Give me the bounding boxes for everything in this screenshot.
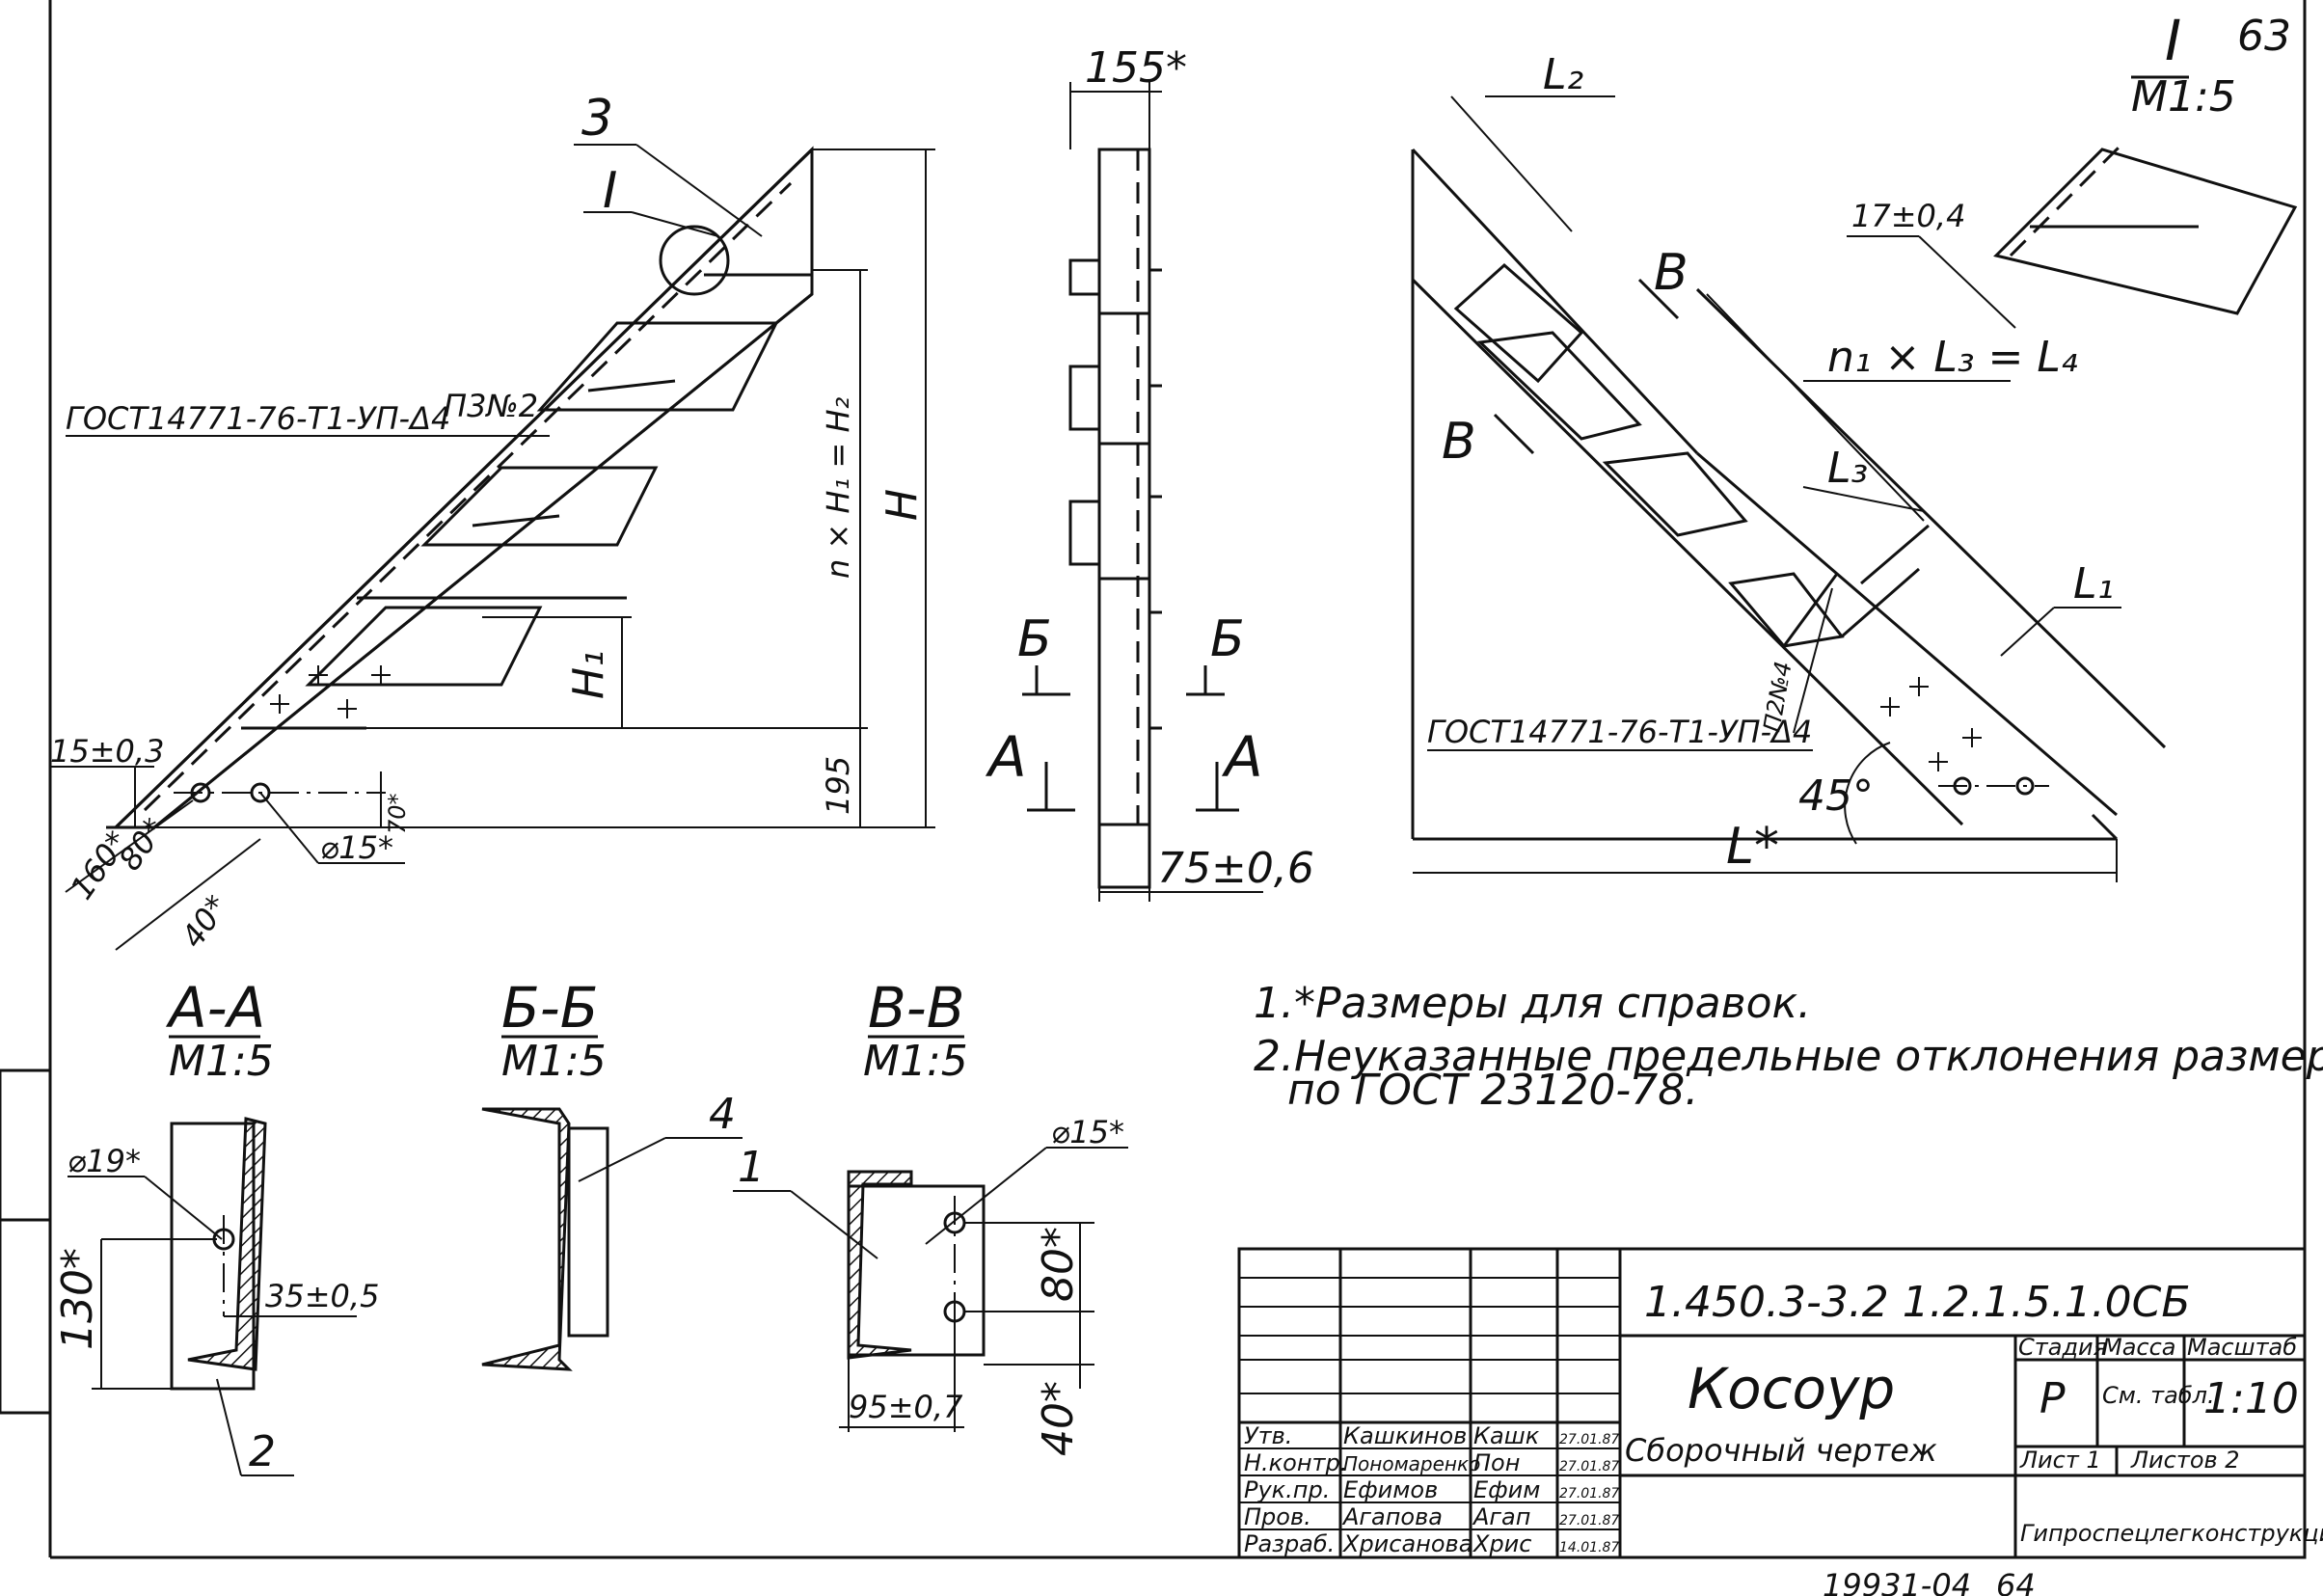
- section-vv-95: 95±0,7: [849, 1389, 963, 1425]
- plan-formula: n₁ × L₃ = L₄: [1827, 333, 2078, 382]
- doc-code: 1.450.3-3.2 1.2.1.5.1.0СБ: [1644, 1278, 2191, 1327]
- cut-a-left: А: [985, 724, 1027, 790]
- plan-dim-l3: L₃: [1827, 444, 1868, 493]
- sig-role: Н.контр.: [1244, 1449, 1347, 1476]
- section-vv-hole: ⌀15*: [1051, 1114, 1124, 1150]
- dim-195: 195: [820, 756, 856, 815]
- section-aa-scale: М1:5: [169, 1037, 274, 1086]
- sig-date: 27.01.87: [1559, 1432, 1619, 1447]
- sig-role: Рук.пр.: [1244, 1476, 1330, 1503]
- callout-3: 3: [581, 90, 613, 148]
- note-1: 1.*Размеры для справок.: [1254, 979, 1811, 1028]
- dim-h1: H₁: [564, 650, 613, 699]
- sheet-label: Лист 1: [2019, 1447, 2101, 1474]
- side-view: 155* 75±0,6 Б Б А А: [985, 43, 1314, 902]
- sheets-label: Листов 2: [2130, 1447, 2240, 1474]
- cut-v-left: В: [1442, 413, 1476, 471]
- signature-rows: Утв. Кашкинов Кашк 27.01.87 Н.контр. Пон…: [1244, 1422, 1619, 1557]
- dim-15: 15±0,3: [50, 733, 164, 770]
- note-2: 2.Неуказанные предельные отклонения разм…: [1254, 1032, 2323, 1081]
- elevation-view: I 3 ГОСТ14771-76-Т1-УП-Δ4 П3№2 H n × H₁ …: [50, 90, 935, 955]
- sig-role: Разраб.: [1244, 1530, 1335, 1557]
- notes: 1.*Размеры для справок. 2.Неуказанные пр…: [1254, 979, 2323, 1115]
- mass-label: Масса: [2102, 1334, 2176, 1361]
- plan-view: L₂ В В n₁ × L₃ = L₄ L₃ L₁ ГОСТ14771-76-Т…: [1411, 50, 2167, 882]
- plan-gost-label: ГОСТ14771-76-Т1-УП-Δ4: [1427, 714, 1812, 750]
- scale-value: 1:10: [2203, 1374, 2299, 1423]
- dim-70: 70*: [384, 793, 411, 834]
- section-bb-title: Б-Б: [501, 975, 599, 1041]
- elevation-weld-note: П3№2: [444, 388, 538, 424]
- sig-date: 14.01.87: [1559, 1540, 1619, 1555]
- drawing-name: Косоур: [1688, 1356, 1895, 1421]
- sig-name: Хрисанова: [1341, 1530, 1472, 1557]
- section-bb-callout: 4: [709, 1090, 736, 1139]
- sig-name: Пономаренко: [1343, 1452, 1480, 1475]
- bottom-code: 19931-04: [1823, 1567, 1971, 1596]
- plan-dim-l2: L₂: [1543, 50, 1583, 99]
- dim-height-formula: n × H₁ = H₂: [820, 396, 856, 579]
- sig-role: Утв.: [1244, 1422, 1292, 1449]
- sig-name: Агапова: [1341, 1503, 1443, 1530]
- section-aa-35: 35±0,5: [265, 1278, 379, 1314]
- section-vv-40: 40*: [1034, 1381, 1083, 1456]
- organization: Гипроспецлегконструкция: [2020, 1520, 2323, 1547]
- sig-sign: Хрис: [1472, 1530, 1531, 1557]
- plan-dim-l1: L₁: [2073, 559, 2114, 609]
- sig-sign: Пон: [1473, 1449, 1520, 1476]
- sig-sign: Агап: [1472, 1503, 1530, 1530]
- detail-i-title: I: [2165, 8, 2181, 73]
- plan-dim-l: L*: [1726, 818, 1779, 876]
- dim-height: H: [878, 489, 927, 521]
- section-aa-title: А-А: [165, 975, 265, 1041]
- scale-label: Масштаб: [2187, 1334, 2297, 1361]
- side-dim-155: 155*: [1085, 43, 1187, 93]
- elevation-gost-label: ГОСТ14771-76-Т1-УП-Δ4: [66, 400, 450, 437]
- section-vv-title: В-В: [868, 975, 965, 1041]
- section-bb-scale: М1:5: [501, 1037, 607, 1086]
- bottom-page: 64: [1996, 1567, 2036, 1596]
- mass-value: См. табл.: [2102, 1382, 2215, 1409]
- title-block: 1.450.3-3.2 1.2.1.5.1.0СБ Косоур Сборочн…: [1237, 1247, 2323, 1559]
- cut-b-left: Б: [1017, 610, 1052, 668]
- page-number-top: 63: [2237, 12, 2291, 61]
- side-dim-75: 75±0,6: [1157, 844, 1314, 893]
- sig-name: Ефимов: [1343, 1476, 1438, 1503]
- sig-sign: Ефим: [1473, 1476, 1540, 1503]
- cut-v-top: В: [1654, 244, 1688, 302]
- stage-value: Р: [2039, 1374, 2066, 1423]
- detail-i: I М1:5 17±0,4: [1847, 8, 2298, 329]
- cut-b-right: Б: [1210, 610, 1245, 668]
- sig-date: 27.01.87: [1559, 1513, 1619, 1528]
- cut-a-right: А: [1221, 724, 1263, 790]
- section-vv-scale: М1:5: [863, 1037, 968, 1086]
- section-aa: А-А М1:5 ⌀19* 130* 35±0,5 2: [53, 975, 379, 1476]
- stage-label: Стадия: [2018, 1334, 2107, 1361]
- dim-hole-15: ⌀15*: [320, 829, 393, 866]
- detail-i-scale: М1:5: [2131, 72, 2236, 122]
- section-aa-callout: 2: [249, 1427, 276, 1476]
- sig-sign: Кашк: [1473, 1422, 1540, 1449]
- sig-role: Пров.: [1244, 1503, 1311, 1530]
- section-aa-130: 130*: [53, 1248, 102, 1350]
- plan-angle: 45°: [1798, 771, 1874, 821]
- section-aa-hole: ⌀19*: [68, 1143, 141, 1179]
- section-vv: В-В М1:5 ⌀15* 1 80* 40* 95±0,7: [733, 975, 1128, 1456]
- sig-date: 27.01.87: [1559, 1459, 1619, 1474]
- section-vv-callout: 1: [738, 1143, 765, 1192]
- section-vv-80: 80*: [1034, 1227, 1083, 1302]
- sig-date: 27.01.87: [1559, 1486, 1619, 1501]
- section-bb: Б-Б М1:5 4: [481, 975, 743, 1371]
- detail-i-mark: I: [603, 162, 617, 220]
- drawing-subtitle: Сборочный чертеж: [1625, 1432, 1937, 1469]
- detail-i-dim: 17±0,4: [1851, 198, 1965, 234]
- sig-name: Кашкинов: [1343, 1422, 1467, 1449]
- note-2b: по ГОСТ 23120-78.: [1287, 1066, 1698, 1115]
